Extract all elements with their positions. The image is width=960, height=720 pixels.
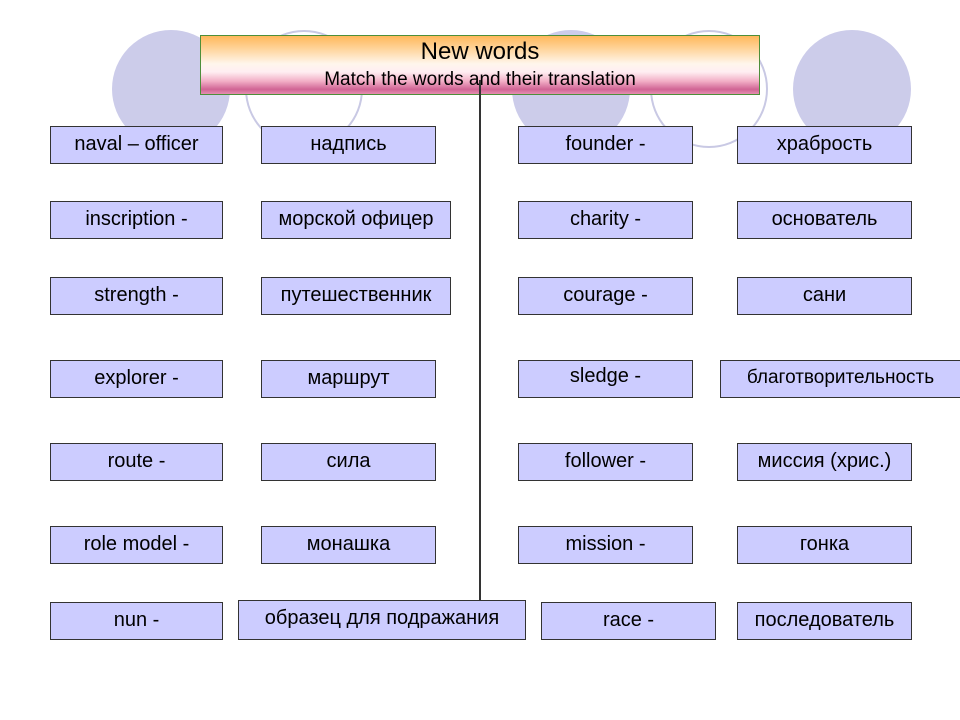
- english-word-box[interactable]: strength -: [50, 277, 223, 315]
- page-subtitle: Match the words and their translation: [324, 69, 636, 90]
- russian-word-box[interactable]: монашка: [261, 526, 436, 564]
- russian-word-box[interactable]: путешественник: [261, 277, 451, 315]
- english-word-box[interactable]: inscription -: [50, 201, 223, 239]
- russian-word-box[interactable]: гонка: [737, 526, 912, 564]
- russian-word-box[interactable]: благотворительность: [720, 360, 960, 398]
- divider-line: [479, 80, 481, 603]
- russian-word-box[interactable]: миссия (хрис.): [737, 443, 912, 481]
- english-word-box[interactable]: nun -: [50, 602, 223, 640]
- english-word-box[interactable]: route -: [50, 443, 223, 481]
- english-word-box[interactable]: charity -: [518, 201, 693, 239]
- page-title: New words: [420, 38, 540, 65]
- russian-word-box[interactable]: сани: [737, 277, 912, 315]
- russian-word-box[interactable]: храбрость: [737, 126, 912, 164]
- russian-word-box[interactable]: образец для подражания: [238, 600, 526, 640]
- russian-word-box[interactable]: сила: [261, 443, 436, 481]
- english-word-box[interactable]: courage -: [518, 277, 693, 315]
- english-word-box[interactable]: race -: [541, 602, 716, 640]
- russian-word-box[interactable]: последователь: [737, 602, 912, 640]
- english-word-box[interactable]: explorer -: [50, 360, 223, 398]
- english-word-box[interactable]: naval – officer: [50, 126, 223, 164]
- russian-word-box[interactable]: маршрут: [261, 360, 436, 398]
- english-word-box[interactable]: sledge -: [518, 360, 693, 398]
- english-word-box[interactable]: follower -: [518, 443, 693, 481]
- russian-word-box[interactable]: основатель: [737, 201, 912, 239]
- english-word-box[interactable]: role model -: [50, 526, 223, 564]
- russian-word-box[interactable]: надпись: [261, 126, 436, 164]
- english-word-box[interactable]: mission -: [518, 526, 693, 564]
- russian-word-box[interactable]: морской офицер: [261, 201, 451, 239]
- english-word-box[interactable]: founder -: [518, 126, 693, 164]
